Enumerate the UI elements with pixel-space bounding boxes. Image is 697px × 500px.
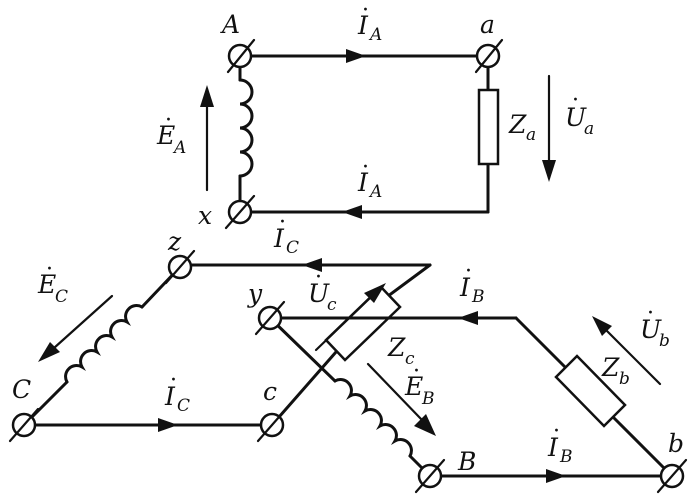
- current-label-b-line: · I B: [547, 419, 573, 467]
- svg-text:a: a: [584, 119, 594, 139]
- svg-text:c: c: [327, 295, 337, 315]
- svg-text:·: ·: [647, 301, 654, 326]
- current-b-return-arrow: [458, 311, 478, 325]
- current-a-bottom-arrow: [342, 205, 362, 219]
- impedance-a: [477, 88, 500, 166]
- svg-text:I: I: [273, 224, 285, 253]
- voltage-label-c: · U c: [308, 265, 337, 315]
- svg-text:b: b: [659, 331, 670, 351]
- phase-b-circuit: y B b · I B · I B · E B Z b · U b: [247, 259, 688, 494]
- svg-text:E: E: [37, 270, 56, 299]
- svg-text:E: E: [404, 372, 423, 401]
- svg-text:C: C: [177, 396, 190, 416]
- emf-a-arrow: [200, 85, 214, 192]
- terminal-C: [8, 407, 40, 443]
- svg-text:I: I: [164, 382, 176, 411]
- svg-text:·: ·: [413, 359, 420, 384]
- svg-text:I: I: [547, 433, 559, 462]
- voltage-a-arrow: [542, 74, 556, 182]
- svg-text:a: a: [526, 125, 536, 145]
- impedance-b: [554, 354, 627, 428]
- current-label-c-return: · I C: [273, 210, 299, 258]
- svg-text:Z: Z: [508, 110, 527, 139]
- emf-b-arrow: [366, 362, 436, 436]
- svg-text:B: B: [471, 287, 485, 307]
- svg-text:·: ·: [572, 88, 579, 113]
- impedance-label-c: Z c: [387, 333, 415, 369]
- svg-text:C: C: [286, 238, 299, 258]
- svg-text:·: ·: [170, 368, 177, 393]
- voltage-label-b: · U b: [640, 301, 670, 351]
- node-label-b: b: [668, 429, 684, 458]
- emf-label-a: · E A: [156, 108, 186, 158]
- svg-text:I: I: [357, 168, 369, 197]
- node-label-A: A: [220, 10, 240, 39]
- phase-c-circuit: z C c · I C · I C · E C Z c · U c: [8, 210, 432, 443]
- svg-text:U: U: [308, 279, 330, 308]
- svg-text:U: U: [640, 315, 662, 344]
- voltage-c-arrow: [314, 283, 386, 352]
- current-c-return-arrow: [302, 258, 322, 272]
- svg-text:B: B: [421, 389, 435, 409]
- svg-text:b: b: [619, 369, 630, 389]
- svg-text:E: E: [156, 121, 175, 150]
- svg-text:c: c: [405, 349, 415, 369]
- svg-text:·: ·: [362, 155, 369, 180]
- current-b-line-arrow: [546, 469, 566, 483]
- impedance-label-a: Z a: [508, 110, 536, 145]
- svg-text:·: ·: [362, 0, 369, 23]
- svg-text:I: I: [357, 11, 369, 40]
- svg-text:·: ·: [165, 108, 172, 133]
- svg-text:Z: Z: [601, 353, 620, 382]
- terminal-x: [224, 194, 256, 230]
- current-label-a-top: · I A: [357, 0, 382, 45]
- svg-text:·: ·: [279, 210, 286, 235]
- terminal-B: [414, 458, 446, 494]
- node-label-a: a: [480, 10, 495, 39]
- current-c-line-arrow: [158, 418, 178, 432]
- svg-text:Z: Z: [387, 333, 406, 362]
- svg-text:A: A: [368, 182, 382, 202]
- node-label-x: x: [198, 201, 212, 230]
- terminal-A: [226, 38, 256, 74]
- wire-b-load-upper: [514, 316, 568, 370]
- terminal-y: [254, 300, 286, 336]
- node-label-c: c: [263, 377, 277, 406]
- terminal-b: [656, 458, 688, 494]
- node-label-B: B: [457, 447, 476, 476]
- source-coil-c: [64, 304, 144, 384]
- svg-text:·: ·: [465, 259, 472, 284]
- terminal-c: [256, 407, 288, 443]
- terminal-z: [164, 249, 196, 285]
- svg-text:C: C: [55, 287, 68, 307]
- emf-label-c: · E C: [37, 257, 68, 307]
- svg-text:A: A: [368, 25, 382, 45]
- svg-text:·: ·: [553, 419, 560, 444]
- current-label-c-line: · I C: [164, 368, 190, 416]
- svg-text:·: ·: [315, 265, 322, 290]
- current-label-b-return: · I B: [459, 259, 485, 307]
- voltage-b-arrow: [592, 316, 662, 386]
- emf-label-b: · E B: [404, 359, 435, 409]
- current-label-a-bottom: · I A: [357, 155, 382, 202]
- current-a-top-arrow: [346, 49, 366, 63]
- emf-c-arrow: [38, 294, 114, 362]
- phase-a-circuit: A a x · I A · I A · E A Z a · U a: [156, 0, 594, 230]
- wire-b-source-upper: [268, 316, 337, 383]
- svg-text:·: ·: [46, 257, 53, 282]
- node-label-y: y: [247, 279, 263, 308]
- wire-b-load-lower: [612, 416, 674, 478]
- source-coil-b: [333, 378, 413, 458]
- impedance-label-b: Z b: [601, 353, 630, 389]
- node-label-C: C: [12, 375, 31, 404]
- terminal-a: [474, 38, 504, 74]
- source-coil-a: [238, 78, 254, 178]
- svg-text:I: I: [459, 273, 471, 302]
- voltage-label-a: · U a: [565, 88, 594, 139]
- svg-text:B: B: [559, 447, 573, 467]
- svg-text:U: U: [565, 103, 587, 132]
- svg-text:A: A: [172, 138, 186, 158]
- node-label-z: z: [167, 227, 182, 256]
